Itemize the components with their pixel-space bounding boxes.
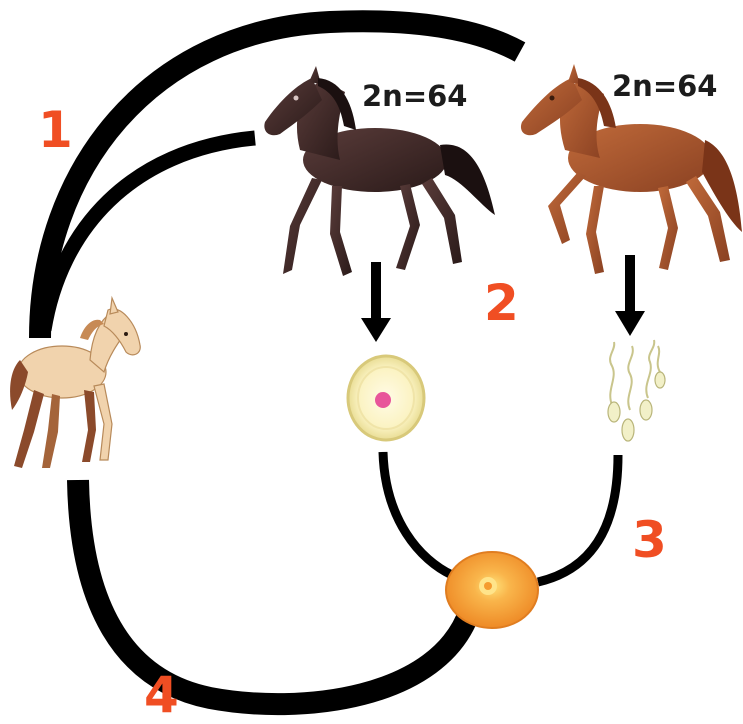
dark-horse-chromosome-label: 2n=64 — [362, 82, 467, 111]
arc-foal-to-chestnut-horse — [40, 21, 520, 338]
arc-zygote-to-foal — [78, 480, 470, 704]
sperm-cells-icon — [608, 340, 665, 441]
stage-number-4: 4 — [144, 670, 179, 720]
zygote-icon — [446, 552, 538, 628]
arrow-chestnut-horse-to-sperm — [615, 255, 645, 336]
stage-number-3: 3 — [632, 515, 667, 565]
stage-number-2: 2 — [484, 278, 519, 328]
arc-egg-to-zygote — [383, 452, 452, 575]
arc-sperm-to-zygote — [538, 455, 618, 582]
egg-nucleus-icon — [375, 392, 391, 408]
stage-number-1: 1 — [38, 105, 73, 155]
egg-cell-icon — [348, 356, 424, 440]
chestnut-horse-chromosome-label: 2n=64 — [612, 72, 717, 101]
arrow-dark-horse-to-egg — [361, 262, 391, 342]
